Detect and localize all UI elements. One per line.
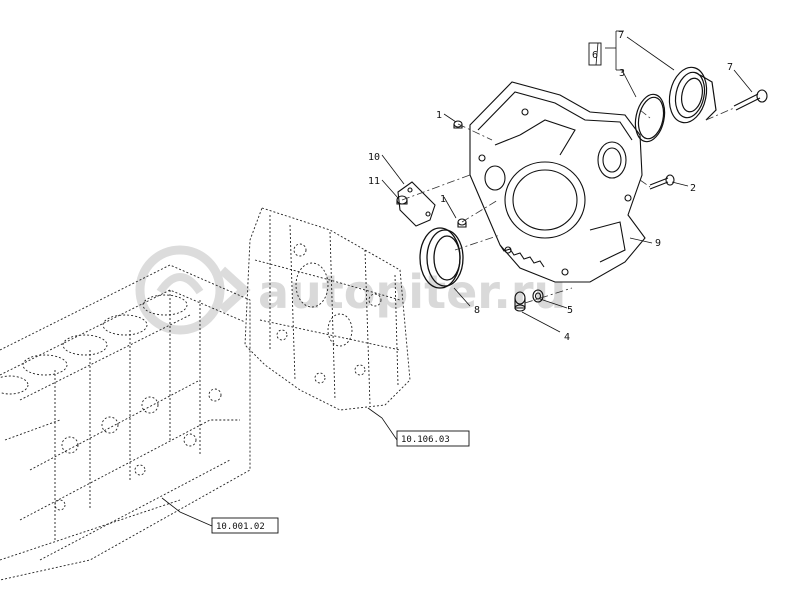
o-ring-part-3 (634, 93, 666, 143)
reference-box-block (211, 517, 279, 534)
leader-lines (161, 30, 753, 527)
callout-9: 9 (655, 238, 661, 249)
reference-label-block: 10.001.02 (216, 522, 265, 532)
engine-block (0, 264, 251, 581)
washer-part-5 (532, 289, 544, 303)
seal-carrier-part-7 (668, 66, 717, 124)
alignment-lines (401, 107, 735, 304)
gear-housing-block (244, 207, 411, 411)
bolt-part-1-upper (453, 120, 463, 129)
bolt-part-1-lower (457, 218, 467, 228)
reference-crankcase[interactable]: 10.106.03 (396, 430, 470, 447)
callout-8: 8 (474, 305, 480, 316)
watermark-text: autopiter.ru (258, 265, 566, 319)
callout-5: 5 (567, 305, 573, 316)
callout-7-upper: 7 (618, 30, 624, 41)
bolt-part-7 (733, 89, 768, 111)
callout-7-right: 7 (727, 62, 733, 73)
cover-plate-part-10 (397, 181, 436, 227)
flywheel-housing-part-9 (469, 81, 646, 283)
callout-3: 3 (619, 68, 625, 79)
reference-box-crankcase (396, 430, 470, 447)
screw-part-11 (396, 195, 408, 205)
callout-10: 10 (368, 152, 380, 163)
bolt-part-2 (649, 174, 675, 190)
oil-seal-part-8 (419, 227, 464, 289)
callout-6: 6 (592, 50, 598, 61)
callout-1-lower: 1 (440, 194, 446, 205)
watermark-logo (135, 245, 251, 335)
callout-2: 2 (690, 183, 696, 194)
callout-11: 11 (368, 176, 380, 187)
callout-4: 4 (564, 332, 570, 343)
callout-1-upper: 1 (436, 110, 442, 121)
callout-box-6 (588, 42, 602, 66)
reference-block[interactable]: 10.001.02 (211, 517, 279, 534)
reference-label-crankcase: 10.106.03 (401, 435, 450, 445)
